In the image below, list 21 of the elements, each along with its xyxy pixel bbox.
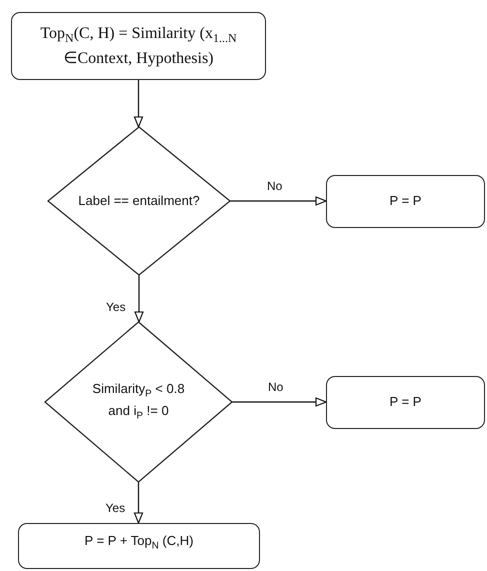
node-text: Similarity$_{P}$ < 0.8 and i$_{P}$ != 0	[91, 380, 186, 424]
decision-diamond	[45, 322, 232, 482]
edge-label: Yes	[104, 501, 126, 515]
arrow	[134, 275, 144, 323]
edge-label: Yes	[105, 300, 127, 314]
node-text: Top$_{N}$(C, H) = Similarity (x$_{1...N}$ ∈Context, Hypothesis)	[39, 24, 238, 70]
process-box	[18, 523, 260, 569]
edge-label: No	[267, 380, 284, 394]
decision-diamond	[48, 127, 230, 275]
node-text: P = P + Top$_{N}$ (C,H)	[84, 532, 194, 554]
arrow	[134, 482, 144, 524]
process-box	[326, 175, 485, 228]
arrow	[230, 196, 327, 206]
arrow	[232, 397, 327, 407]
arrow	[134, 80, 144, 128]
process-box	[11, 12, 266, 80]
edge-label: No	[266, 179, 284, 193]
node-text: Label == entailment?	[77, 192, 201, 210]
node-text: P = P	[388, 192, 422, 210]
node-text: P = P	[388, 393, 422, 412]
process-box	[326, 376, 485, 429]
